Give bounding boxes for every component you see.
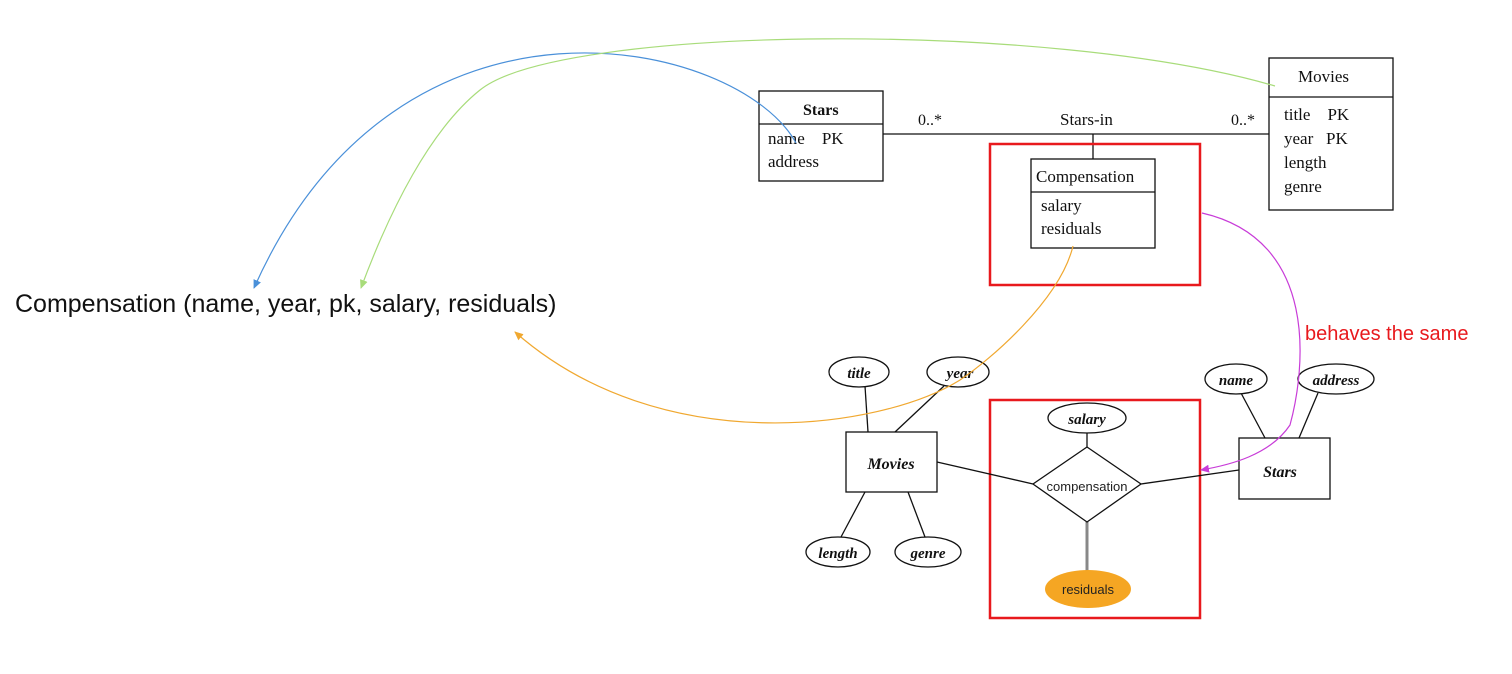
er-stars-entity: Stars	[1238, 437, 1331, 500]
uml-movies-attr-year: year PK	[1284, 129, 1348, 148]
uml-movies-class-name: Movies	[1298, 67, 1349, 86]
uml-compensation-attr-salary: salary	[1041, 196, 1082, 215]
er-attr-salary-label: salary	[1067, 412, 1106, 428]
er-attr-title: title	[828, 356, 890, 388]
er-compensation-label: compensation	[1047, 479, 1128, 494]
er-movies-label: Movies	[866, 456, 914, 473]
highlight-box-er	[988, 398, 1202, 620]
uml-association: Stars-in 0..* 0..*	[883, 110, 1269, 159]
er-attr-residuals: residuals	[1045, 570, 1131, 608]
er-attr-residuals-label: residuals	[1062, 582, 1115, 597]
uml-compensation-class-name: Compensation	[1036, 167, 1135, 186]
er-movies-entity: Movies	[845, 431, 938, 493]
relation-schema-text: Compensation (name, year, pk, salary, re…	[15, 290, 556, 318]
uml-compensation-class: Compensation salary residuals	[1030, 158, 1156, 249]
er-stars-label: Stars	[1263, 464, 1297, 481]
arrow-green-movies-key	[360, 38, 1276, 289]
uml-movies-class: Movies title PK year PK length genre	[1268, 57, 1394, 211]
er-attr-genre: genre	[894, 536, 962, 568]
er-attr-title-label: title	[847, 366, 871, 382]
uml-stars-class-name: Stars	[803, 102, 839, 119]
arrow-magenta-behaves	[1200, 212, 1301, 473]
uml-stars-attr-address: address	[768, 152, 819, 171]
uml-stars-class: Stars name PK address	[758, 90, 884, 182]
annotation-behaves-same: behaves the same	[1305, 323, 1468, 345]
er-attr-year: year	[926, 356, 990, 388]
uml-mult-right: 0..*	[1231, 112, 1255, 129]
arrow-orange-compensation	[514, 245, 1074, 424]
highlight-box-uml	[988, 142, 1202, 287]
er-attr-name-label: name	[1219, 373, 1254, 389]
er-attr-length: length	[805, 536, 871, 568]
uml-stars-attr-name: name PK	[768, 129, 844, 148]
arrow-blue-name	[253, 52, 797, 289]
er-attr-genre-label: genre	[910, 546, 946, 562]
er-attr-salary: salary	[1047, 402, 1127, 434]
uml-movies-attr-length: length	[1284, 153, 1327, 172]
uml-movies-attr-genre: genre	[1284, 177, 1322, 196]
uml-compensation-attr-residuals: residuals	[1041, 219, 1101, 238]
er-attr-length-label: length	[818, 546, 857, 562]
uml-mult-left: 0..*	[918, 112, 942, 129]
er-attr-name: name	[1204, 363, 1268, 395]
er-compensation-relationship: compensation	[1031, 446, 1143, 523]
er-attr-address-label: address	[1313, 373, 1360, 389]
uml-association-name: Stars-in	[1060, 110, 1113, 129]
er-connectors	[840, 385, 1319, 538]
er-attr-address: address	[1297, 363, 1375, 395]
uml-movies-attr-title: title PK	[1284, 105, 1350, 124]
er-attr-year-label: year	[945, 366, 974, 382]
